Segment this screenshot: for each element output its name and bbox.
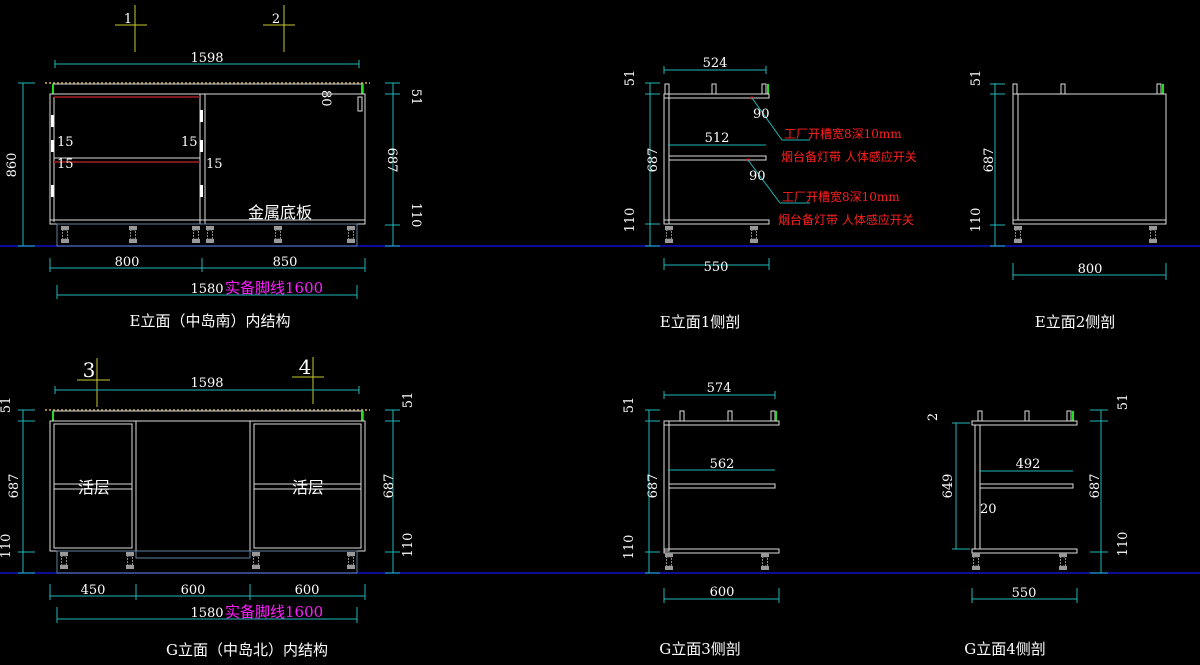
slot-offset: 90 (753, 107, 770, 122)
note-magenta: 实备脚线1600 (225, 279, 323, 297)
e1-section (645, 66, 810, 270)
dim-body: 687 (646, 148, 661, 173)
caption-e2-section: E立面2侧剖 (1035, 313, 1116, 331)
dim-800: 800 (115, 255, 140, 270)
dim-plinth: 110 (1116, 532, 1131, 557)
dim-top: 2 (926, 413, 941, 421)
note-magenta: 实备脚线1600 (225, 603, 323, 621)
slot-offset: 90 (749, 169, 766, 184)
dim-plinth: 110 (401, 533, 416, 558)
caption-g4-section: G立面4侧剖 (964, 640, 1046, 658)
dim-body: 687 (382, 474, 397, 499)
section-marker-4: 4 (299, 355, 312, 379)
dim-offset: 20 (980, 502, 997, 517)
dim-shelf-width: 562 (710, 457, 735, 472)
shelf-label: 活层 (78, 478, 110, 497)
dim-top: 51 (1116, 394, 1131, 411)
dim-plinth: 110 (969, 208, 984, 233)
offset-label: 15 (57, 157, 74, 172)
dim-top: 51 (408, 89, 423, 106)
dim-top: 51 (969, 70, 984, 87)
dim-600: 600 (295, 583, 320, 598)
dim-inner-height: 649 (941, 474, 956, 499)
dim-top: 51 (623, 70, 638, 87)
gap-label: 80 (318, 90, 333, 107)
dim-depth: 550 (1012, 586, 1037, 601)
note-slot: 工厂开槽宽8深10mm (784, 126, 902, 141)
offset-label: 15 (206, 157, 223, 172)
dim-overall: 1580 (190, 606, 223, 621)
dim-plinth: 110 (623, 208, 638, 233)
bottom-plate-label: 金属底板 (248, 203, 312, 222)
dim-body: 687 (1088, 474, 1103, 499)
dim-body: 687 (646, 474, 661, 499)
dim-depth: 600 (710, 585, 735, 600)
caption-g-elevation: G立面（中岛北）内结构 (166, 641, 328, 659)
g4-section (952, 409, 1108, 603)
note-lighting: 烟台备灯带 人体感应开关 (778, 212, 914, 227)
dim-total-height: 860 (5, 153, 20, 178)
dim-plinth: 110 (622, 535, 637, 560)
section-marker-2: 2 (272, 12, 280, 27)
dim-body: 687 (7, 474, 22, 499)
dim-body: 687 (982, 148, 997, 173)
dim-body: 687 (384, 148, 399, 173)
dim-shelf-width: 512 (705, 131, 730, 146)
g-elevation (18, 357, 400, 623)
dim-top-width: 1598 (190, 51, 223, 66)
dim-plinth: 110 (0, 534, 14, 559)
e-elevation (18, 5, 400, 299)
note-slot: 工厂开槽宽8深10mm (782, 189, 900, 204)
dim-shelf-width: 492 (1016, 457, 1041, 472)
g3-section (645, 391, 780, 603)
dim-depth: 800 (1078, 262, 1103, 277)
dim-600: 600 (181, 583, 206, 598)
dim-top: 51 (401, 392, 416, 409)
dim-plinth: 110 (408, 203, 423, 228)
dim-top-width: 1598 (190, 376, 223, 391)
section-marker-1: 1 (124, 12, 132, 27)
e2-section (990, 83, 1167, 280)
shelf-label: 活层 (292, 478, 324, 497)
offset-label: 15 (57, 135, 74, 150)
caption-g3-section: G立面3侧剖 (659, 640, 741, 658)
dim-overall: 1580 (190, 282, 223, 297)
dim-top: 51 (622, 397, 637, 414)
note-lighting: 烟台备灯带 人体感应开关 (781, 149, 917, 164)
caption-e-elevation: E立面（中岛南）内结构 (130, 312, 291, 330)
section-marker-3: 3 (83, 358, 96, 382)
dim-top: 51 (0, 397, 14, 414)
dim-top-width: 524 (703, 56, 728, 71)
offset-label: 15 (181, 135, 198, 150)
dim-depth: 550 (704, 260, 729, 275)
caption-e1-section: E立面1侧剖 (660, 313, 741, 331)
dim-top-width: 574 (707, 381, 732, 396)
dim-850: 850 (273, 255, 298, 270)
dim-450: 450 (81, 583, 106, 598)
